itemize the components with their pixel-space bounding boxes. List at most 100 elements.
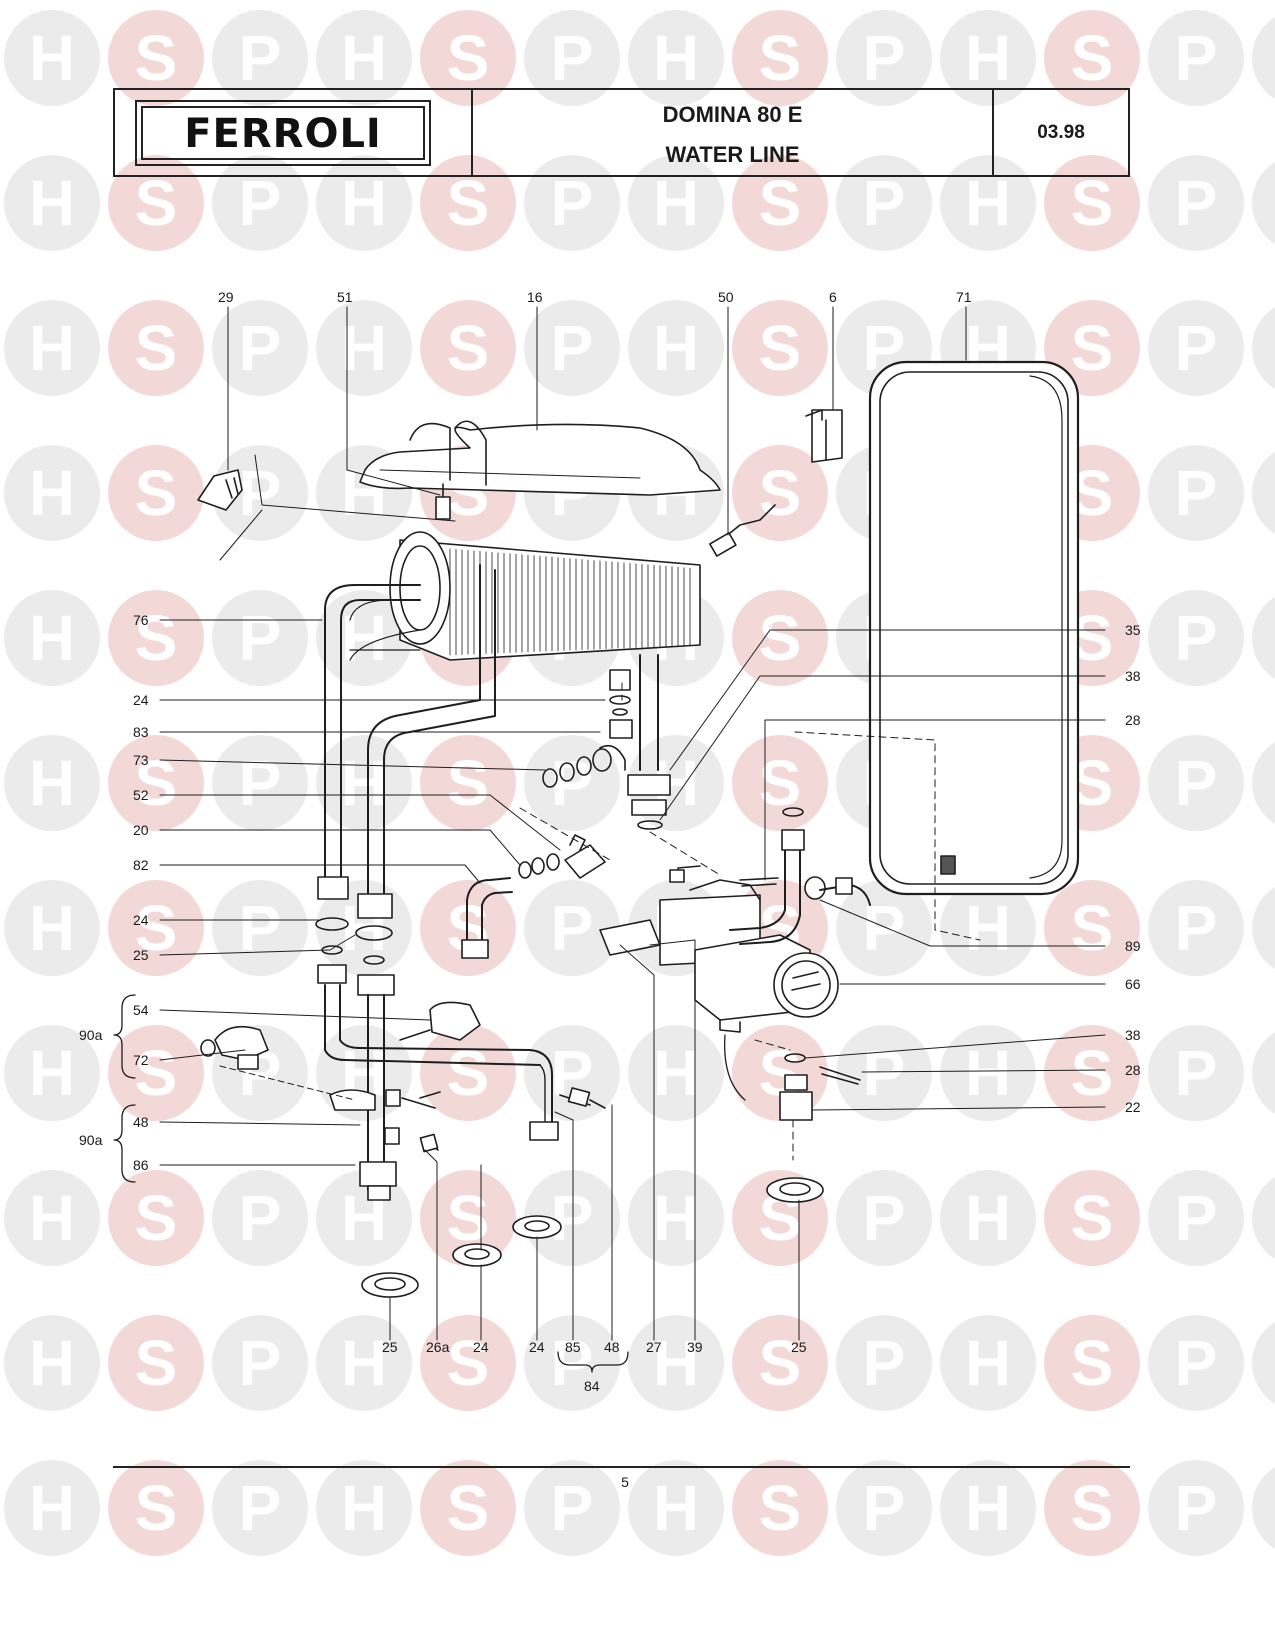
watermark-disc [108,10,204,106]
footer-rule [113,1466,1130,1468]
watermark-letter: S [759,1327,802,1399]
watermark-disc [1148,1025,1244,1121]
watermark-disc [524,155,620,251]
watermark-disc [732,445,828,541]
watermark-disc [836,1315,932,1411]
watermark-letter: H [341,312,387,384]
callout-22: 22 [1125,1099,1141,1115]
watermark-letter: S [1071,312,1114,384]
watermark-letter: H [29,1182,75,1254]
watermark-disc [836,10,932,106]
watermark-letter: S [759,457,802,529]
watermark-letter: S [135,747,178,819]
watermark-letter: H [29,892,75,964]
watermark-letter: H [653,312,699,384]
watermark-letter: S [135,1472,178,1544]
callout-82: 82 [133,857,149,873]
watermark-letter: H [341,1472,387,1544]
watermark-disc [212,10,308,106]
watermark-disc [4,300,100,396]
watermark-disc [836,1170,932,1266]
circulation-pump [599,865,839,1101]
watermark-disc [1252,1032,1275,1114]
callout-24-bottom-a: 24 [473,1339,489,1355]
watermark-disc [108,300,204,396]
watermark-disc [1252,17,1275,99]
watermark-letter: S [447,167,490,239]
watermark-disc [1252,887,1275,969]
watermark-disc [1252,597,1275,679]
watermark-letter: H [653,1037,699,1109]
watermark-letter: P [1175,1327,1218,1399]
watermark-disc [4,155,100,251]
assembly-lines [519,682,981,1161]
callout-6: 6 [829,289,837,305]
pump-pipe-89 [729,807,871,945]
watermark-letter: P [239,747,282,819]
watermark-disc [1252,162,1275,244]
callout-85: 85 [565,1339,581,1355]
fittings-stack [542,669,633,788]
watermark-letter: S [135,457,178,529]
watermark-letter: P [239,22,282,94]
watermark-disc [1148,1460,1244,1556]
callout-26a: 26a [426,1339,450,1355]
callout-35: 35 [1125,622,1141,638]
watermark-letter: P [1175,22,1218,94]
watermark-disc [940,1025,1036,1121]
watermark-letter: S [1071,892,1114,964]
title-block: FERROLI DOMINA 80 E WATER LINE 03.98 [113,88,1130,177]
watermark-letter: P [1175,312,1218,384]
watermark-letter: S [1071,1327,1114,1399]
watermark-disc [108,155,204,251]
watermark-disc [940,1460,1036,1556]
callout-50: 50 [718,289,734,305]
logo-frame-inner [141,106,425,160]
watermark-disc [212,590,308,686]
watermark-disc [1148,735,1244,831]
watermark-letter: P [1175,892,1218,964]
watermark-letter: S [447,747,490,819]
callout-90a-lower: 90a [79,1132,103,1148]
watermark-disc [1148,1170,1244,1266]
watermark-disc [524,735,620,831]
watermark-disc [420,735,516,831]
watermark-letter: H [29,747,75,819]
callout-71: 71 [956,289,972,305]
watermark-letter: S [135,312,178,384]
watermark-disc [940,10,1036,106]
watermark-disc [420,1460,516,1556]
sensor-clip-29 [197,454,456,561]
temperature-probe-51 [435,483,451,520]
watermark-disc [628,1460,724,1556]
callout-24-upper: 24 [133,692,149,708]
watermark-disc [524,1170,620,1266]
watermark-letter: S [1071,1472,1114,1544]
callout-25-bottom-left: 25 [382,1339,398,1355]
watermark-letter: S [135,167,178,239]
watermark-letter: P [239,167,282,239]
watermark-letter: P [1175,1182,1218,1254]
watermark-disc [316,1315,412,1411]
watermark-disc [212,1170,308,1266]
callout-73: 73 [133,752,149,768]
watermark-letter: S [759,747,802,819]
watermark-disc [1044,1460,1140,1556]
watermark-letter: P [863,22,906,94]
leader-lines [159,306,1106,1341]
left-fittings [315,876,395,996]
callout-90a-upper: 90a [79,1027,103,1043]
watermark-letter: H [29,602,75,674]
watermark-disc [1044,1170,1140,1266]
watermark-letter: S [135,1327,178,1399]
watermark-letter: P [863,167,906,239]
bottom-washers [361,1177,824,1298]
watermark-disc [1252,452,1275,534]
watermark-disc [1044,880,1140,976]
watermark-letter: H [341,747,387,819]
watermark-disc [4,735,100,831]
watermark-letter: H [965,1472,1011,1544]
watermark-letter: H [29,1037,75,1109]
watermark-disc [732,1315,828,1411]
watermark-disc [732,155,828,251]
